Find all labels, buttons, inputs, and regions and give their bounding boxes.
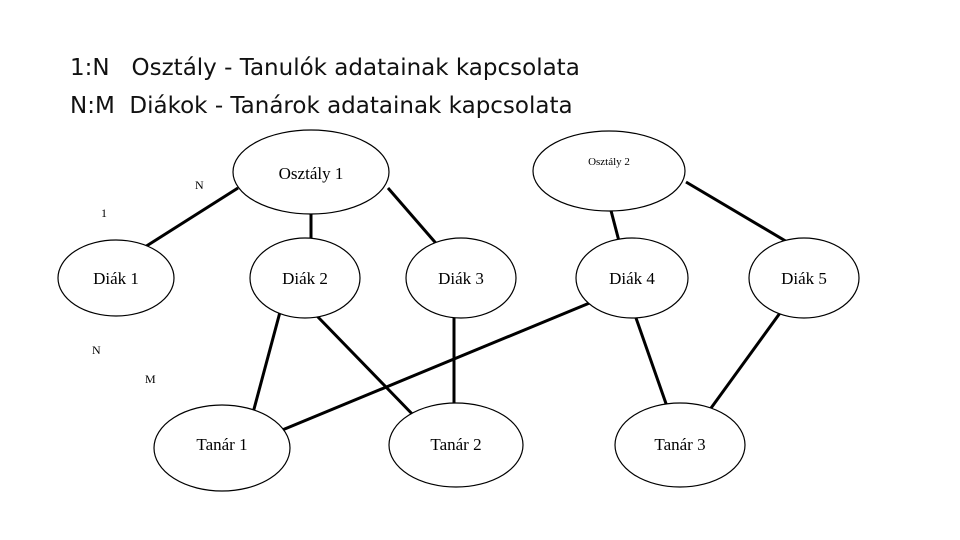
cardinality-n-top: N	[195, 178, 204, 192]
node-diak-1: Diák 1	[57, 239, 175, 317]
heading-line-1: 1:N Osztály - Tanulók adatainak kapcsola…	[70, 55, 580, 81]
node-tanar-2: Tanár 2	[388, 402, 524, 488]
cardinality-one: 1	[101, 206, 107, 220]
node-diak-4: Diák 4	[575, 237, 689, 319]
node-diak-1-label: Diák 1	[93, 269, 139, 288]
edge-diak5-tanar3	[704, 312, 782, 416]
node-osztaly-2-label: Osztály 2	[588, 156, 630, 168]
node-diak-3-label: Diák 3	[438, 269, 484, 288]
edge-diak4-tanar1	[274, 300, 593, 435]
node-diak-2: Diák 2	[249, 237, 361, 319]
node-diak-2-label: Diák 2	[282, 269, 328, 288]
node-diak-3: Diák 3	[405, 237, 517, 319]
edge-diak4-tanar3	[634, 317, 672, 416]
node-tanar-1-label: Tanár 1	[196, 435, 247, 454]
node-diak-5: Diák 5	[748, 237, 860, 319]
edge-osztaly1-diak1	[136, 186, 239, 254]
node-tanar-2-label: Tanár 2	[430, 435, 481, 454]
node-diak-5-label: Diák 5	[781, 269, 827, 288]
edge-diak2-tanar2	[315, 314, 420, 422]
node-osztaly-1-label: Osztály 1	[279, 164, 344, 183]
cardinality-n-mid: N	[92, 343, 101, 357]
cardinality-m: M	[145, 372, 156, 386]
heading-line-2: N:M Diákok - Tanárok adatainak kapcsolat…	[70, 93, 573, 119]
edge-diak2-tanar1	[248, 311, 282, 425]
node-tanar-1: Tanár 1	[153, 404, 291, 492]
node-osztaly-2: Osztály 2	[532, 130, 686, 212]
node-tanar-3-label: Tanár 3	[654, 435, 705, 454]
node-osztaly-1: Osztály 1	[232, 129, 390, 215]
edge-osztaly2-diak5	[685, 180, 795, 248]
node-tanar-3: Tanár 3	[614, 402, 746, 488]
node-diak-4-label: Diák 4	[609, 269, 655, 288]
